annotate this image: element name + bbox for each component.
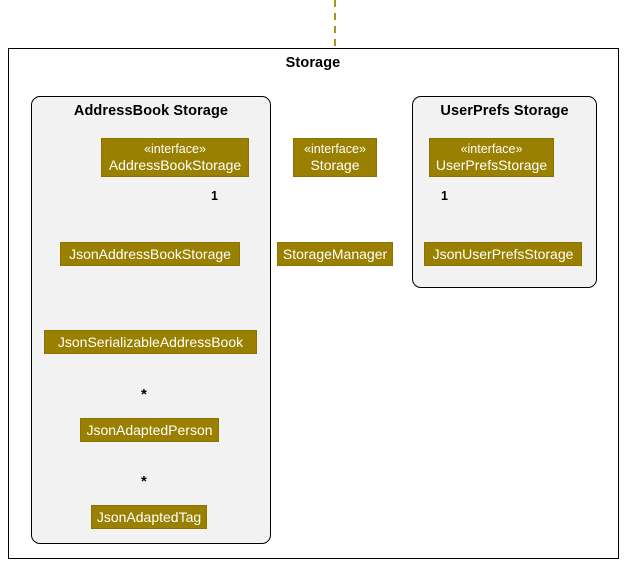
- class-name-label: JsonAdaptedTag: [96, 508, 202, 525]
- class-name-label: Storage: [310, 157, 360, 173]
- class-name-label: JsonAdaptedPerson: [86, 421, 213, 438]
- class-node-jsonadaptedperson[interactable]: JsonAdaptedPerson: [80, 418, 219, 442]
- class-name-label: StorageManager: [282, 245, 388, 262]
- class-node-addressbookstorage[interactable]: «interface» AddressBookStorage: [101, 138, 249, 177]
- package-addressbook-storage-title: AddressBook Storage: [73, 103, 229, 119]
- class-node-storage[interactable]: «interface» Storage: [293, 138, 377, 177]
- multiplicity-userprefsstorage: 1: [441, 189, 448, 203]
- multiplicity-addressbookstorage: 1: [211, 189, 218, 203]
- multiplicity-jsonadaptedtag: *: [141, 473, 147, 490]
- class-name-label: JsonAddressBookStorage: [69, 245, 231, 262]
- stereotype-label: «interface»: [304, 142, 366, 156]
- multiplicity-jsonadaptedperson: *: [141, 386, 147, 403]
- class-name-label: AddressBookStorage: [108, 157, 242, 173]
- stereotype-label: «interface»: [460, 142, 523, 156]
- package-userprefs-storage-title: UserPrefs Storage: [440, 103, 569, 119]
- class-node-jsonadaptedtag[interactable]: JsonAdaptedTag: [91, 505, 207, 529]
- stereotype-label: «interface»: [144, 142, 206, 156]
- class-node-storagemanager[interactable]: StorageManager: [277, 242, 393, 266]
- class-node-jsonaddressbookstorage[interactable]: JsonAddressBookStorage: [60, 242, 240, 266]
- package-storage-title: Storage: [285, 55, 341, 71]
- class-name-label: JsonSerializableAddressBook: [57, 333, 244, 350]
- class-node-userprefsstorage[interactable]: «interface» UserPrefsStorage: [429, 138, 554, 177]
- class-node-jsonuserprefsstorage[interactable]: JsonUserPrefsStorage: [424, 242, 582, 266]
- class-name-label: JsonUserPrefsStorage: [432, 245, 574, 262]
- class-node-jsonserializableaddressbook[interactable]: JsonSerializableAddressBook: [44, 330, 257, 354]
- class-name-label: UserPrefsStorage: [435, 157, 548, 173]
